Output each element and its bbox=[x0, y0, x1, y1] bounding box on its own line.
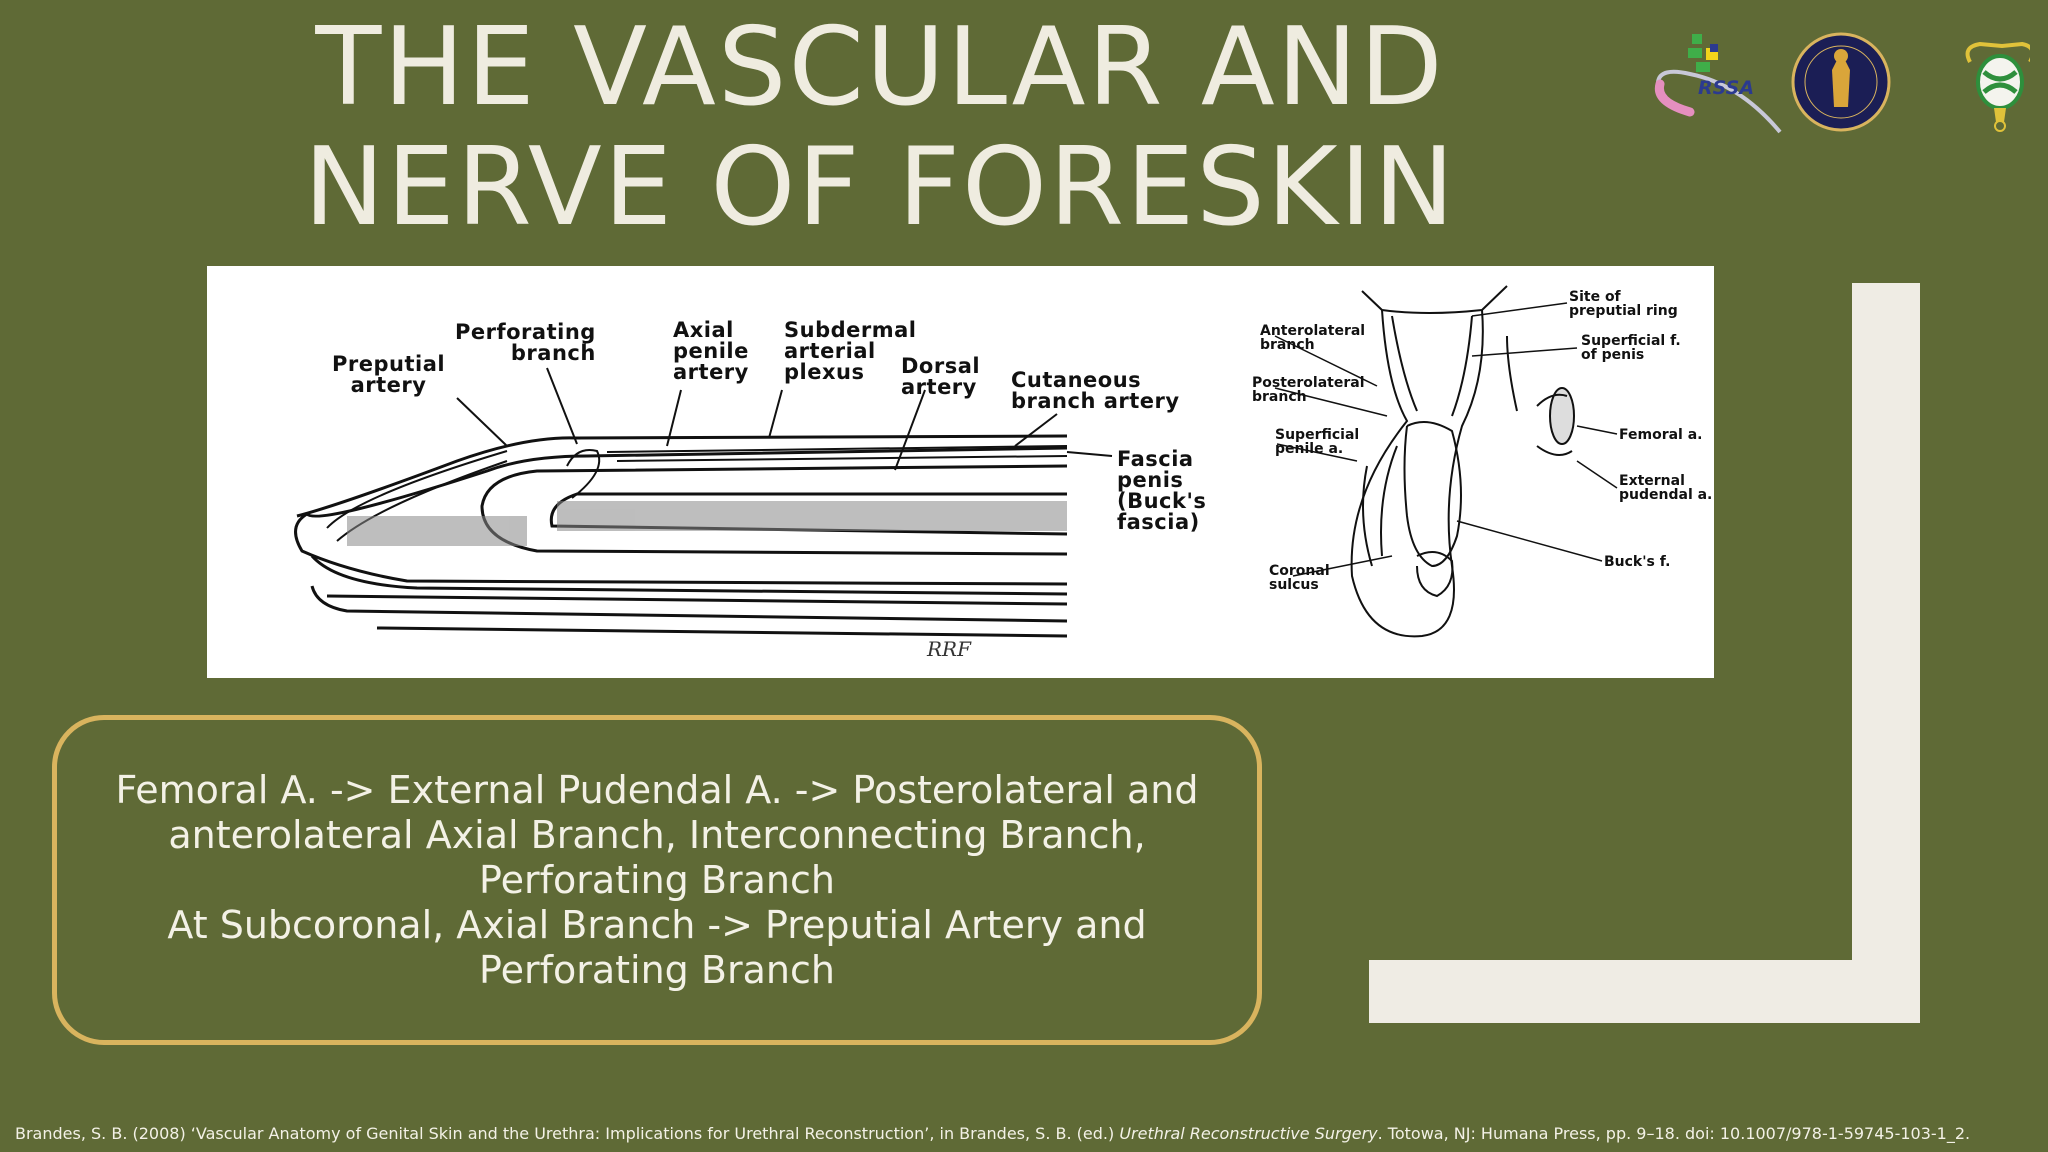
title-line-1: THE VASCULAR AND bbox=[315, 5, 1445, 130]
label-axial-penile-artery: Axial penile artery bbox=[673, 318, 749, 384]
summary-line-2: At Subcoronal, Axial Branch -> Preputial… bbox=[167, 902, 1147, 992]
label-dorsal-artery: Dorsal artery bbox=[901, 354, 981, 399]
signature-rrf: RRF bbox=[926, 637, 972, 661]
anatomy-figure: RRF Preputial arte bbox=[207, 266, 1714, 678]
label-fascia-penis: Fascia penis (Buck's fascia) bbox=[1117, 447, 1207, 534]
label-superficial-penile-a: Superficial penile a. bbox=[1275, 427, 1360, 457]
citation-prefix: Brandes, S. B. (2008) ‘Vascular Anatomy … bbox=[15, 1124, 1120, 1143]
label-perforating-branch: Perforating branch bbox=[455, 320, 596, 365]
label-preputial-artery: Preputial artery bbox=[332, 352, 446, 397]
label-posterolateral-branch: Posterolateral branch bbox=[1252, 375, 1365, 405]
longitudinal-section-drawing bbox=[294, 434, 1068, 638]
label-subdermal-arterial-plexus: Subdermal arterial plexus bbox=[784, 318, 917, 384]
summary-line-1: Femoral A. -> External Pudendal A. -> Po… bbox=[115, 767, 1199, 902]
rssa-logo: RSSA bbox=[1654, 34, 1782, 134]
citation-book-title: Urethral Reconstructive Surgery bbox=[1119, 1124, 1378, 1143]
citation: Brandes, S. B. (2008) ‘Vascular Anatomy … bbox=[15, 1124, 2035, 1143]
label-external-pudendal-a: External pudendal a. bbox=[1619, 473, 1713, 503]
label-site-of-preputial-ring: Site of preputial ring bbox=[1569, 289, 1678, 319]
citation-suffix: . Totowa, NJ: Humana Press, pp. 9–18. do… bbox=[1377, 1124, 1971, 1143]
label-coronal-sulcus: Coronal sulcus bbox=[1269, 563, 1330, 593]
label-leader-lines bbox=[456, 367, 1113, 471]
erectile-tissue-texture bbox=[347, 501, 1067, 546]
slide-title: THE VASCULAR AND NERVE OF FORESKIN bbox=[300, 8, 1460, 248]
label-anterolateral-branch: Anterolateral branch bbox=[1260, 323, 1366, 353]
right-leader-lines bbox=[1274, 302, 1618, 577]
logo-group: RSSA bbox=[1650, 22, 2035, 142]
label-cutaneous-branch-artery: Cutaneous branch artery bbox=[1011, 368, 1180, 413]
svg-text:RSSA: RSSA bbox=[1698, 77, 1754, 99]
frontal-dissection-drawing bbox=[1350, 285, 1575, 638]
university-emblem bbox=[1791, 32, 1891, 132]
decorative-frame-vertical bbox=[1852, 283, 1920, 1023]
summary-box: Femoral A. -> External Pudendal A. -> Po… bbox=[52, 715, 1262, 1045]
faculty-emblem bbox=[1965, 41, 2035, 132]
title-line-2: NERVE OF FORESKIN bbox=[303, 125, 1457, 250]
decorative-frame-horizontal bbox=[1369, 960, 1920, 1023]
logo-icons: RSSA bbox=[1654, 32, 2035, 134]
label-femoral-a: Femoral a. bbox=[1619, 427, 1703, 443]
label-superficial-f-of-penis: Superficial f. of penis bbox=[1581, 333, 1681, 363]
label-bucks-f: Buck's f. bbox=[1604, 554, 1671, 570]
anatomy-drawing: RRF bbox=[294, 285, 1618, 661]
